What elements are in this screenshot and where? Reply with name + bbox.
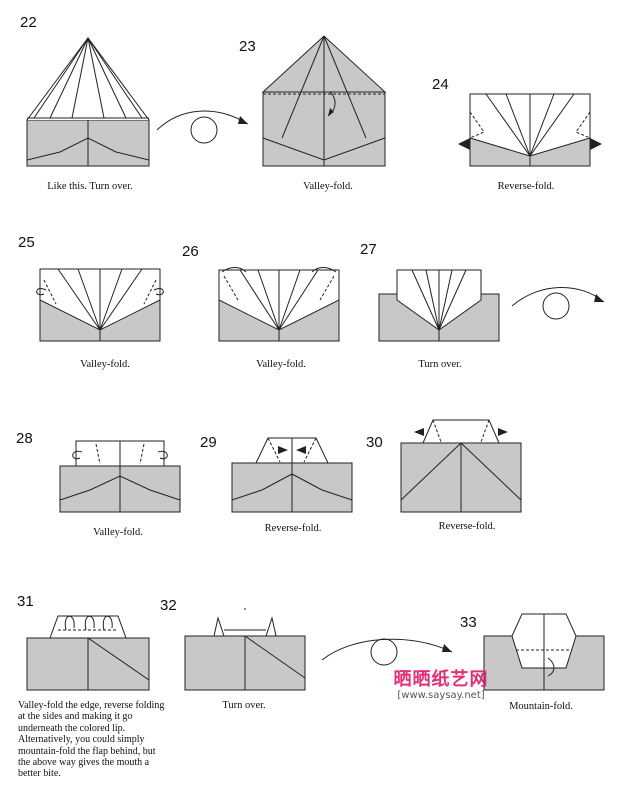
- watermark-url: [www.saysay.net]: [397, 690, 485, 701]
- step-number: 22: [20, 14, 37, 31]
- step-number: 31: [17, 593, 34, 610]
- step-caption: Reverse-fold.: [438, 521, 496, 532]
- step-caption: Mountain-fold.: [509, 701, 573, 712]
- step-caption: Valley-fold.: [303, 181, 353, 192]
- step-number: 28: [16, 430, 33, 447]
- step-number: 29: [200, 434, 217, 451]
- step-number: 27: [360, 241, 377, 258]
- step-caption: Valley-fold.: [80, 359, 130, 370]
- step-caption: Reverse-fold.: [264, 523, 322, 534]
- step-number: 24: [432, 76, 449, 93]
- step-caption: Turn over.: [418, 359, 462, 370]
- step-number: 23: [239, 38, 256, 55]
- step-caption: Like this. Turn over.: [47, 181, 133, 192]
- watermark-title: 晒晒纸艺网: [393, 669, 489, 690]
- step-caption: Valley-fold the edge, reverse folding at…: [18, 700, 165, 780]
- step-caption: Valley-fold.: [93, 527, 143, 538]
- step-caption: Turn over.: [222, 700, 266, 711]
- step-caption: Reverse-fold.: [497, 181, 555, 192]
- step-number: 25: [18, 234, 35, 251]
- step-number: 32: [160, 597, 177, 614]
- step-number: 26: [182, 243, 199, 260]
- watermark: 晒晒纸艺网 [www.saysay.net]: [376, 665, 506, 701]
- step-number: 30: [366, 434, 383, 451]
- step-number: 33: [460, 614, 477, 631]
- step-caption: Valley-fold.: [256, 359, 306, 370]
